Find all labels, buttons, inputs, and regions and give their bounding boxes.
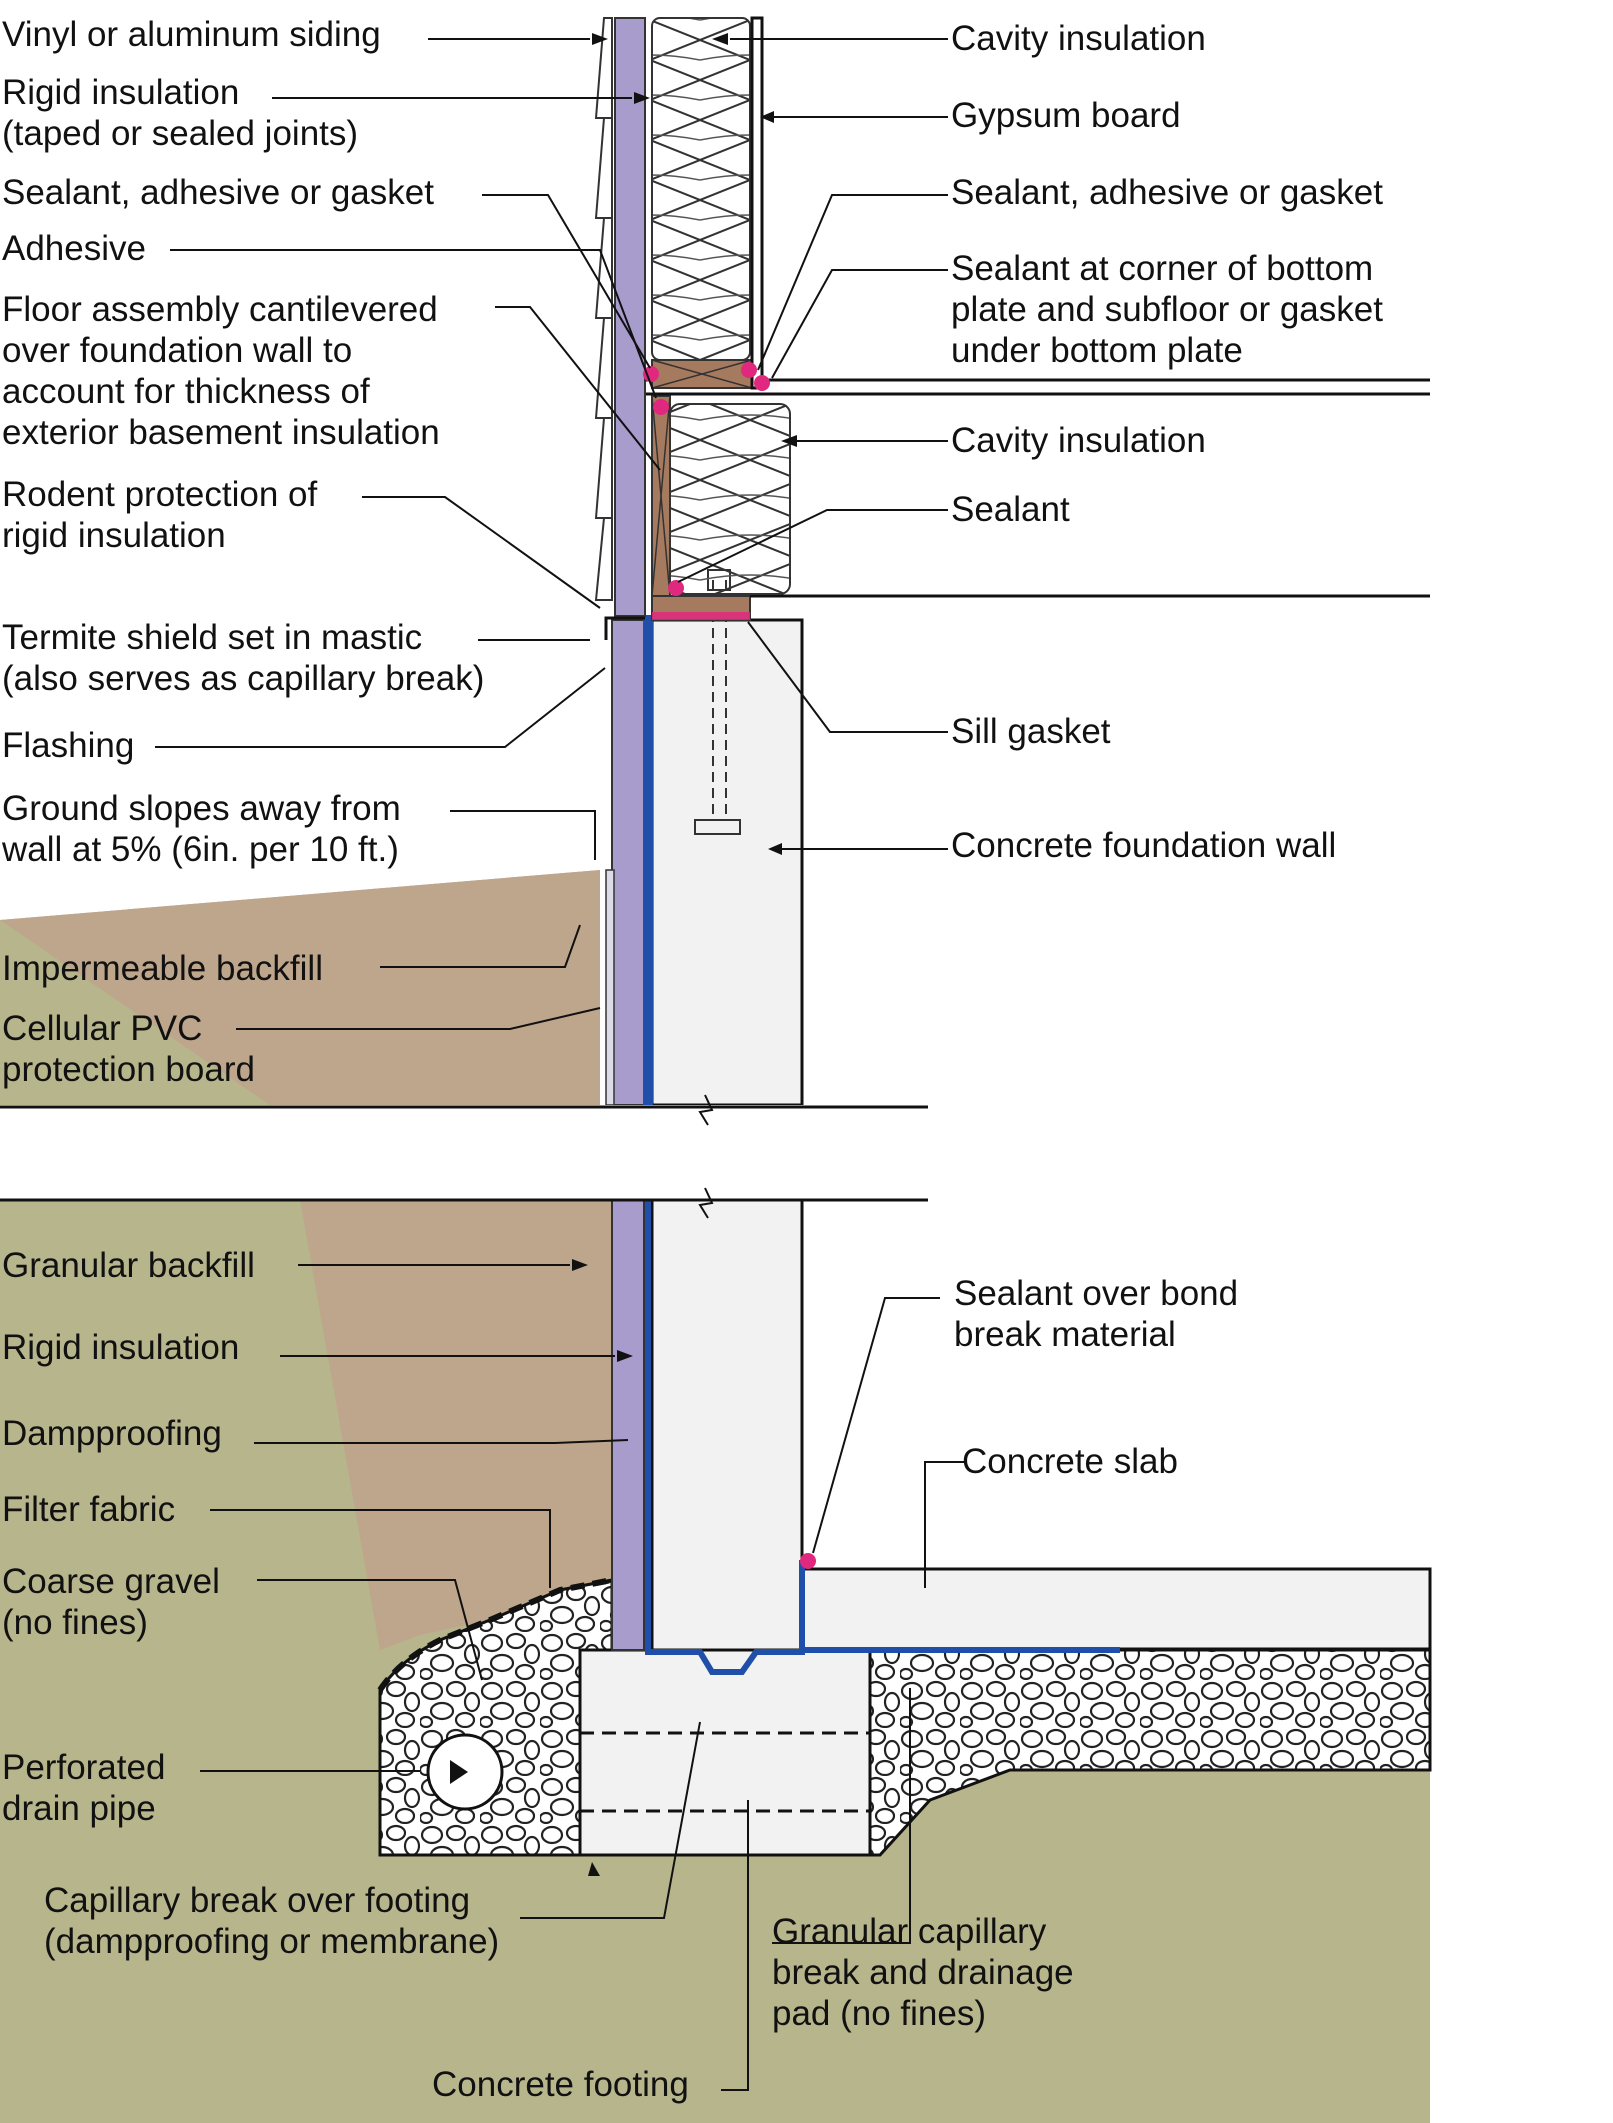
label-rigid-insulation-top: Rigid insulation (taped or sealed joints… — [2, 73, 359, 153]
label-concrete-footing: Concrete footing — [432, 2065, 689, 2104]
label-pvc-board: Cellular PVC protection board — [2, 1009, 255, 1089]
label-foundation-wall: Concrete foundation wall — [951, 826, 1337, 865]
break-lines — [0, 1094, 1430, 1219]
label-filter-fabric: Filter fabric — [2, 1490, 176, 1529]
label-cavity-insulation-top: Cavity insulation — [951, 19, 1206, 58]
drain-pipe — [426, 1733, 504, 1811]
label-rodent: Rodent protection of rigid insulation — [2, 475, 318, 555]
label-drain-pipe: Perforated drain pipe — [2, 1748, 166, 1828]
basement-rigid-insulation — [605, 619, 645, 1651]
label-adhesive: Adhesive — [2, 229, 146, 268]
upper-soil — [0, 870, 600, 1105]
concrete-slab — [800, 1567, 1432, 1651]
label-sealant-left: Sealant, adhesive or gasket — [2, 173, 434, 212]
label-siding: Vinyl or aluminum siding — [2, 15, 381, 54]
foundation-wall — [650, 569, 804, 1652]
sealant-dots — [643, 362, 816, 1569]
label-sill-gasket: Sill gasket — [951, 712, 1111, 751]
label-slab: Concrete slab — [962, 1442, 1178, 1481]
concrete-footing — [578, 1648, 872, 1857]
label-granular-pad: Granular capillary break and drainage pa… — [772, 1912, 1074, 2033]
label-granular-backfill: Granular backfill — [2, 1246, 255, 1285]
label-sealant: Sealant — [951, 490, 1070, 529]
leader-arrowheads — [572, 33, 797, 1876]
dampproofing — [643, 615, 1120, 1675]
label-capillary-footing: Capillary break over footing (dampproofi… — [44, 1881, 500, 1961]
label-coarse-gravel: Coarse gravel (no fines) — [2, 1562, 220, 1642]
label-impermeable: Impermeable backfill — [2, 949, 323, 988]
label-sealant-right: Sealant, adhesive or gasket — [951, 173, 1383, 212]
label-cavity-insulation-mid: Cavity insulation — [951, 421, 1206, 460]
label-ground-slope: Ground slopes away from wall at 5% (6in.… — [2, 789, 401, 869]
label-flashing: Flashing — [2, 726, 135, 765]
granular-pad — [868, 1648, 1432, 1857]
leader-lines — [155, 38, 964, 2091]
upper-wall — [594, 16, 764, 640]
label-gypsum: Gypsum board — [951, 96, 1181, 135]
label-termite: Termite shield set in mastic (also serve… — [2, 618, 485, 698]
label-sealant-corner: Sealant at corner of bottom plate and su… — [951, 249, 1383, 370]
label-rigid-insulation-bottom: Rigid insulation — [2, 1328, 240, 1367]
label-dampproofing: Dampproofing — [2, 1414, 222, 1453]
label-floor-cantilever: Floor assembly cantilevered over foundat… — [2, 290, 440, 452]
label-sealant-bond: Sealant over bond break material — [954, 1274, 1239, 1354]
sill-and-rim — [640, 378, 1430, 621]
lower-soil — [0, 1200, 1430, 2123]
